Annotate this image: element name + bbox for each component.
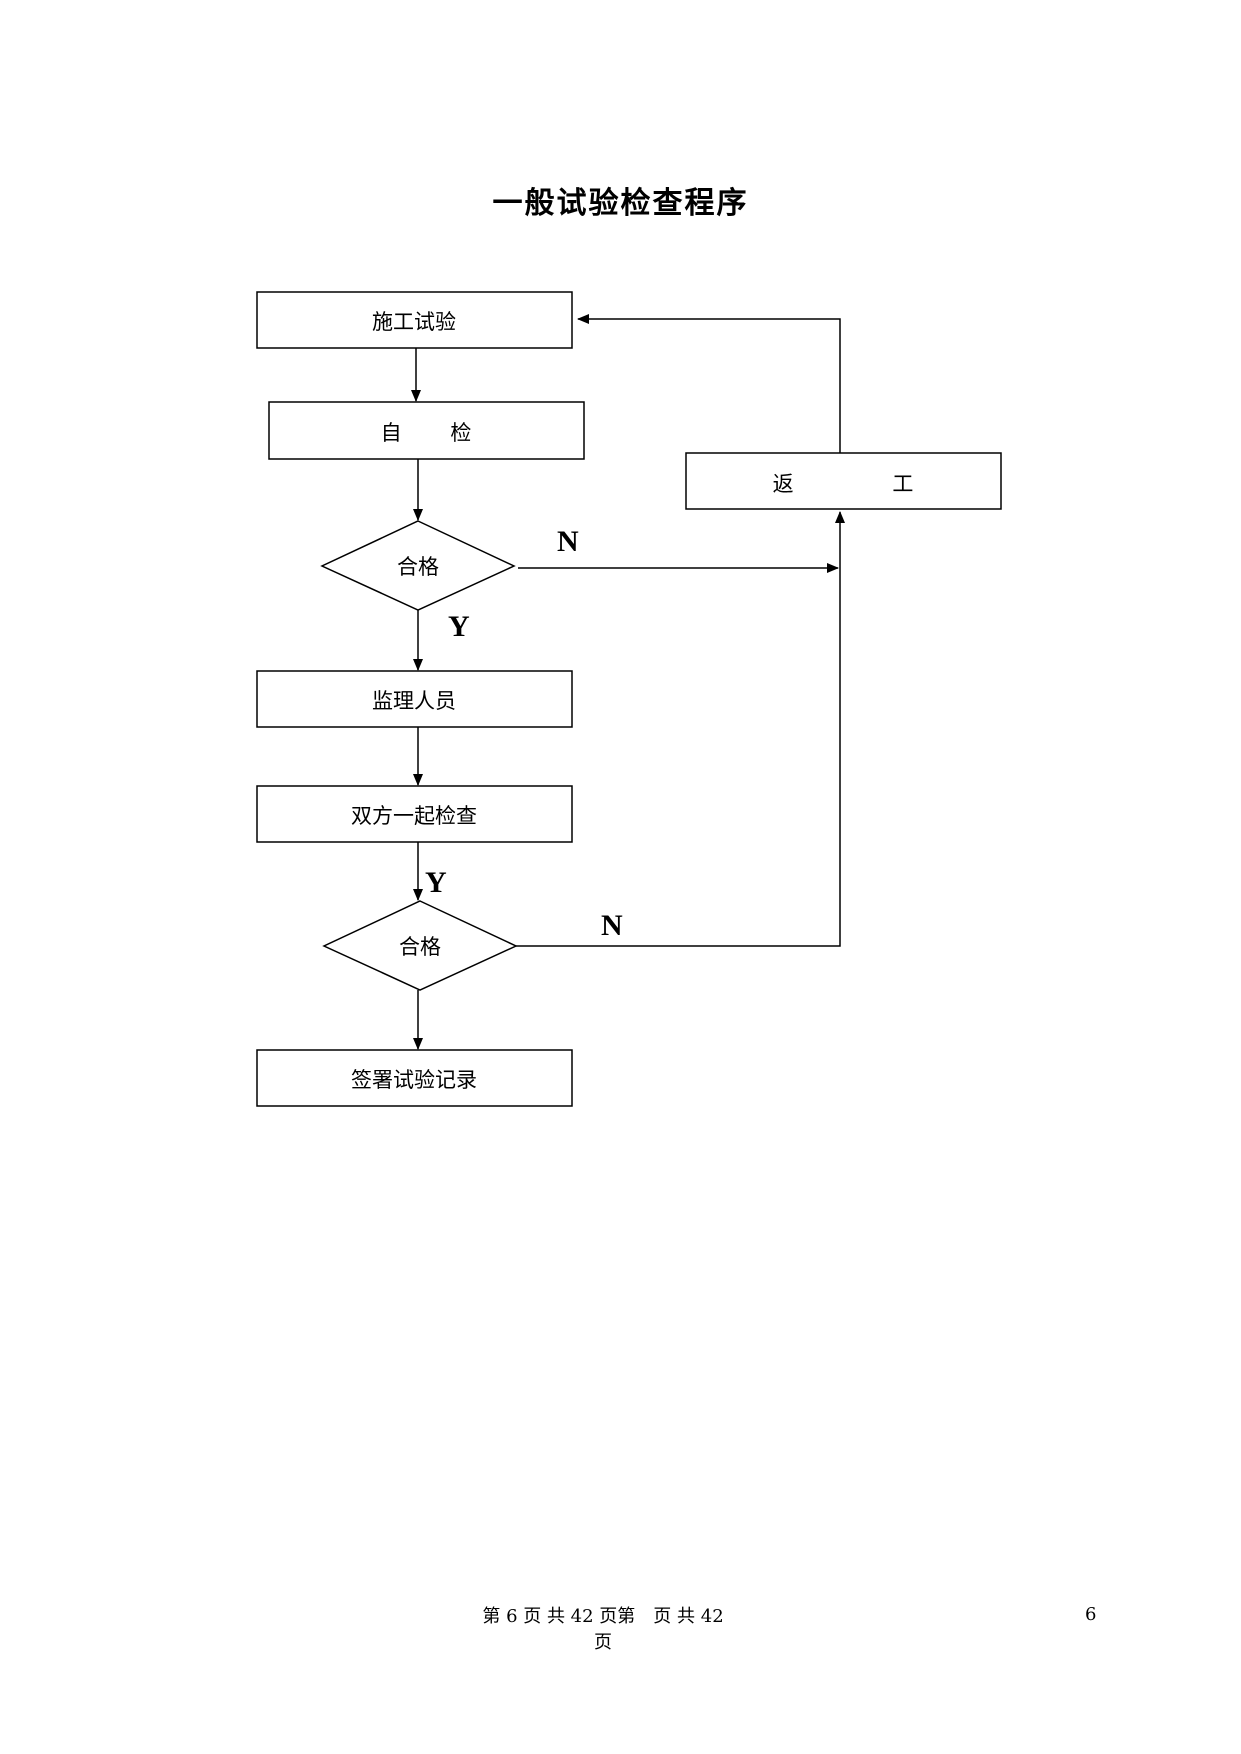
edge-rework-to-construction — [577, 314, 841, 453]
branch-label-yes-1: Y — [448, 610, 470, 643]
decision-qualified-1: 合格 — [320, 520, 516, 611]
branch-label-no-2: N — [601, 909, 623, 942]
node-sign-record-label: 签署试验记录 — [351, 1068, 477, 1092]
footer-line-1: 第 6 页 共 42 页第 页 共 42 — [482, 1606, 724, 1627]
node-rework-label: 返 工 — [773, 472, 914, 496]
decision-qualified-2-label: 合格 — [399, 935, 441, 959]
node-self-check-label: 自 检 — [381, 421, 472, 445]
decision-qualified-1-label: 合格 — [397, 555, 439, 579]
page-title: 一般试验检查程序 — [492, 186, 749, 221]
node-construction-test-label: 施工试验 — [372, 310, 456, 334]
node-rework: 返 工 — [685, 452, 1002, 510]
node-construction-test: 施工试验 — [256, 291, 573, 349]
decision-qualified-2: 合格 — [322, 900, 518, 991]
branch-label-yes-2: Y — [425, 866, 447, 899]
node-sign-record: 签署试验记录 — [256, 1049, 573, 1107]
node-self-check: 自 检 — [268, 401, 585, 460]
branch-label-no-1: N — [557, 525, 579, 558]
node-joint-check-label: 双方一起检查 — [351, 804, 477, 828]
footer-line-2: 页 — [594, 1632, 612, 1653]
node-joint-check: 双方一起检查 — [256, 785, 573, 843]
node-supervisor-label: 监理人员 — [372, 689, 456, 713]
node-supervisor: 监理人员 — [256, 670, 573, 728]
footer-page-number: 6 — [1085, 1604, 1097, 1625]
footer-page-info: 第 6 页 共 42 页第 页 共 42 页 — [468, 1604, 738, 1656]
edge-decision-2-no-to-rework — [516, 511, 845, 947]
